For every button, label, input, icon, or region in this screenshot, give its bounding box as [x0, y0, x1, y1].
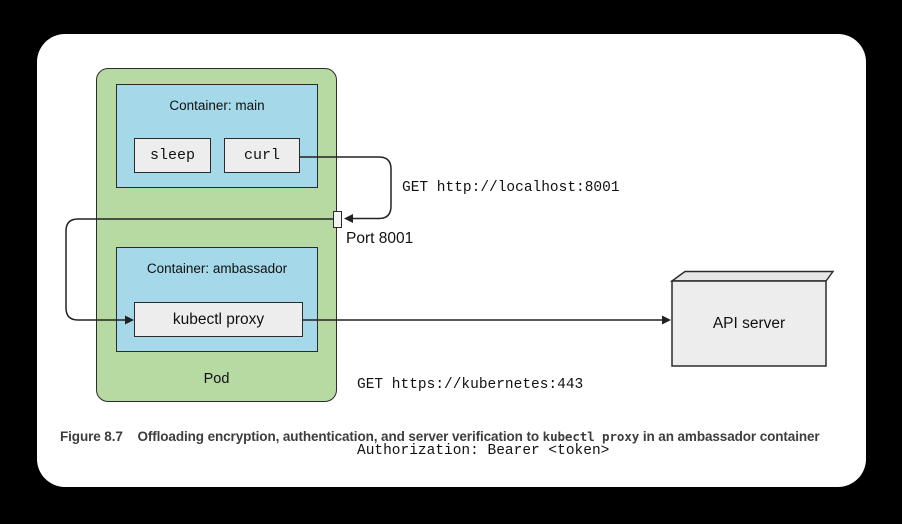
caption-text-before-code: Offloading encryption, authentication, a… [137, 429, 539, 444]
caption-code: kubectl proxy [542, 429, 640, 444]
request-kubernetes-line2: Authorization: Bearer <token> [357, 443, 610, 459]
request-kubernetes-line1: GET https://kubernetes:443 [357, 377, 584, 393]
container-ambassador-title: Container: ambassador [146, 261, 288, 276]
caption-text-after-code: in an ambassador container [642, 429, 820, 444]
request-localhost-text: GET http://localhost:8001 [402, 180, 620, 196]
figure-number: Figure 8.7 [60, 429, 123, 444]
request-kubernetes-text: GET https://kubernetes:443 Authorization… [357, 330, 609, 484]
curl-process-box: curl [224, 138, 300, 173]
port-8001-marker [333, 211, 342, 228]
sleep-process-box: sleep [134, 138, 211, 173]
pod-label: Pod [203, 371, 230, 387]
kubectl-proxy-box: kubectl proxy [134, 302, 303, 337]
figure-caption: Figure 8.7 Offloading encryption, authen… [60, 426, 846, 447]
port-8001-label: Port 8001 [346, 230, 414, 247]
container-main-title: Container: main [169, 98, 265, 113]
api-server-label: API server [712, 314, 786, 332]
